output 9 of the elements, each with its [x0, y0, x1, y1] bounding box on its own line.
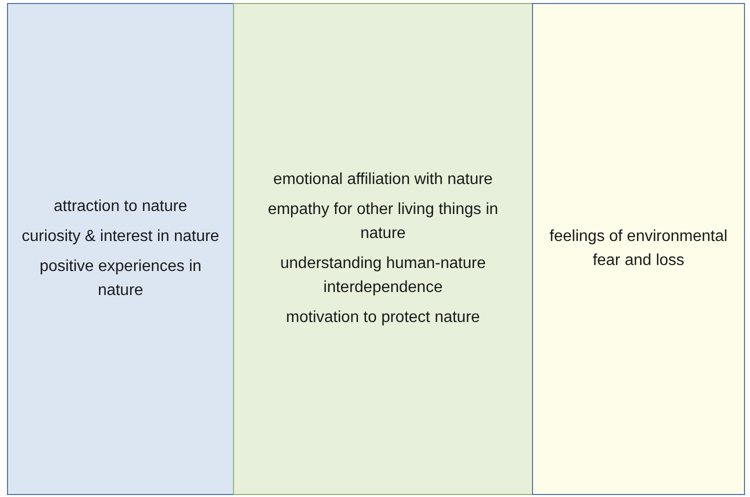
- column-text: curiosity & interest in nature: [22, 227, 220, 247]
- column-text: motivation to protect nature: [286, 308, 480, 328]
- column-text: positive experiences in nature: [38, 257, 202, 301]
- column-text: emotional affiliation with nature: [273, 170, 493, 190]
- column-panel: [7, 3, 234, 495]
- column-text: attraction to nature: [54, 197, 188, 217]
- column-panel: [532, 3, 745, 495]
- column-panel: [233, 3, 533, 495]
- column-text: feelings of environmental fear and loss: [548, 227, 728, 271]
